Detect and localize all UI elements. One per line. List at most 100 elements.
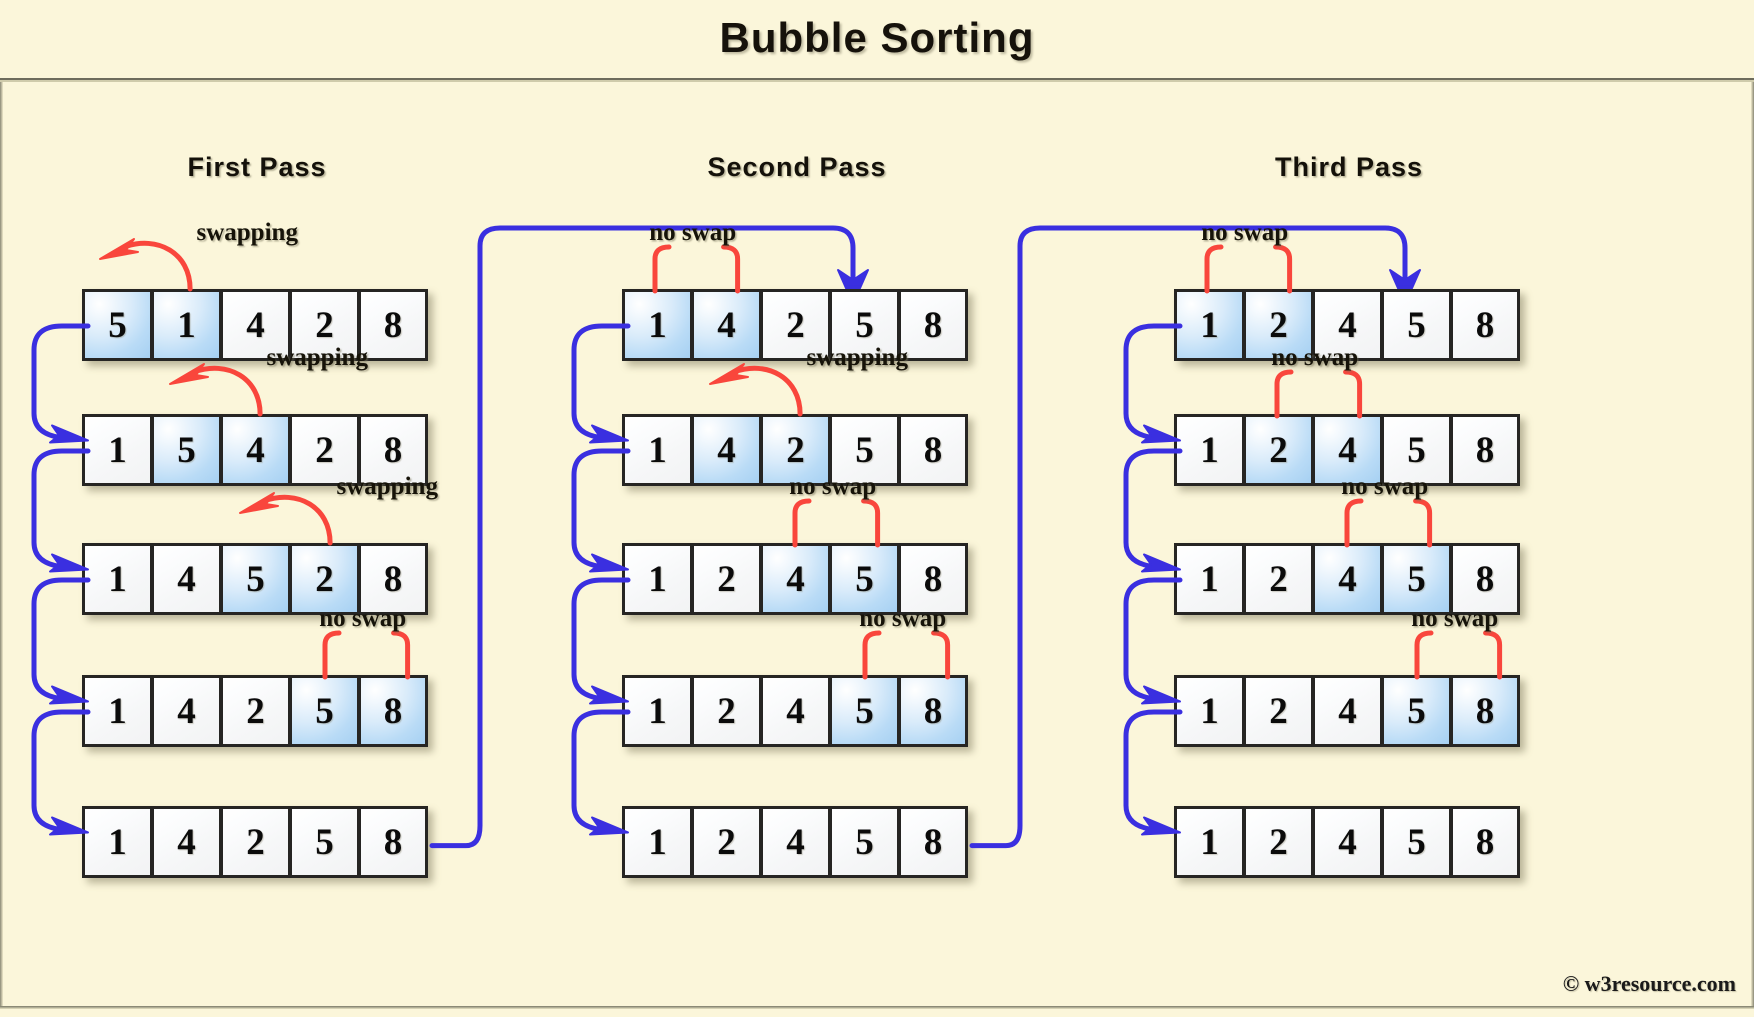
array-cell: 4 (1312, 675, 1382, 747)
pass-step-connector (1123, 709, 1183, 836)
array-cell-highlighted: 8 (898, 675, 968, 747)
no-swap-bracket (792, 498, 881, 548)
no-swap-bracket (862, 630, 951, 680)
array-cell-highlighted: 4 (220, 414, 290, 486)
array-cell: 1 (1174, 675, 1244, 747)
array-cell-highlighted: 4 (691, 289, 761, 361)
array-cell: 4 (220, 289, 290, 361)
array-cell: 2 (691, 806, 761, 878)
no-swap-label: no swap (859, 605, 947, 632)
array-cell-highlighted: 5 (220, 543, 290, 615)
swapping-label: swapping (336, 473, 438, 500)
no-swap-label: no swap (1271, 344, 1359, 371)
array-cell-highlighted: 1 (151, 289, 221, 361)
array-cell-highlighted: 1 (1174, 289, 1244, 361)
pass-step-connector (31, 577, 91, 705)
array-cell: 2 (1243, 543, 1313, 615)
array-cell: 2 (220, 675, 290, 747)
array-cell: 8 (898, 543, 968, 615)
array-cell: 1 (622, 675, 692, 747)
array-cell: 5 (1381, 289, 1451, 361)
array-cell-highlighted: 5 (829, 675, 899, 747)
array-cell: 1 (82, 675, 152, 747)
array-cell-highlighted: 4 (1312, 543, 1382, 615)
array-cell: 1 (1174, 806, 1244, 878)
footer-divider (0, 1006, 1754, 1009)
left-border (0, 82, 3, 1006)
array-cell: 1 (622, 543, 692, 615)
page-title: Bubble Sorting (719, 14, 1035, 61)
array-cell: 1 (1174, 543, 1244, 615)
array-cell: 5 (1381, 414, 1451, 486)
array-cell: 8 (898, 289, 968, 361)
array-cell: 1 (622, 806, 692, 878)
pass-step-connector (571, 323, 631, 444)
array-cell: 5 (829, 806, 899, 878)
array-cell: 4 (151, 675, 221, 747)
array-cell: 8 (1450, 289, 1520, 361)
array-cell: 4 (1312, 806, 1382, 878)
array-cell: 5 (289, 806, 359, 878)
array-cell: 1 (1174, 414, 1244, 486)
array-cell: 2 (1243, 675, 1313, 747)
swapping-label: swapping (196, 219, 298, 246)
array-cell-highlighted: 8 (358, 675, 428, 747)
array-cell: 8 (358, 289, 428, 361)
no-swap-bracket (1274, 369, 1363, 419)
array-cell-highlighted: 5 (82, 289, 152, 361)
array-cell: 2 (1243, 806, 1313, 878)
array-cell: 2 (760, 289, 830, 361)
array-cell-highlighted: 5 (1381, 675, 1451, 747)
array-cell: 8 (1450, 543, 1520, 615)
array-cell: 1 (82, 414, 152, 486)
no-swap-bracket (1414, 630, 1503, 680)
array-cell: 8 (358, 806, 428, 878)
right-border (1751, 82, 1754, 1006)
no-swap-bracket (1204, 244, 1293, 294)
no-swap-label: no swap (1201, 219, 1289, 246)
array-cell: 4 (760, 675, 830, 747)
array-cell: 1 (82, 543, 152, 615)
swapping-label: swapping (266, 344, 368, 371)
no-swap-bracket (1344, 498, 1433, 548)
pass-step-connector (31, 323, 91, 444)
pass-title-1: First Pass (187, 152, 327, 182)
array-cell-highlighted: 5 (289, 675, 359, 747)
array-cell-highlighted: 8 (1450, 675, 1520, 747)
array-cell-highlighted: 1 (622, 289, 692, 361)
array-cell-highlighted: 4 (760, 543, 830, 615)
no-swap-label: no swap (319, 605, 407, 632)
array-cell: 4 (1312, 289, 1382, 361)
array-cell: 2 (220, 806, 290, 878)
no-swap-label: no swap (1341, 473, 1429, 500)
array-cell-highlighted: 5 (151, 414, 221, 486)
no-swap-bracket (652, 244, 741, 294)
array-cell: 8 (1450, 806, 1520, 878)
array-cell: 2 (289, 414, 359, 486)
no-swap-label: no swap (789, 473, 877, 500)
array-cell: 4 (151, 806, 221, 878)
no-swap-label: no swap (649, 219, 737, 246)
array-cell: 2 (289, 289, 359, 361)
array-cell: 8 (898, 414, 968, 486)
watermark: © w3resource.com (1562, 971, 1736, 996)
pass-title-2: Second Pass (707, 152, 887, 182)
array-cell: 2 (691, 543, 761, 615)
pass-step-connector (571, 448, 631, 573)
array-cell: 8 (1450, 414, 1520, 486)
pass-step-connector (571, 709, 631, 836)
array-cell: 5 (1381, 806, 1451, 878)
pass-step-connector (31, 709, 91, 836)
header-divider (0, 78, 1754, 82)
array-cell-highlighted: 2 (289, 543, 359, 615)
